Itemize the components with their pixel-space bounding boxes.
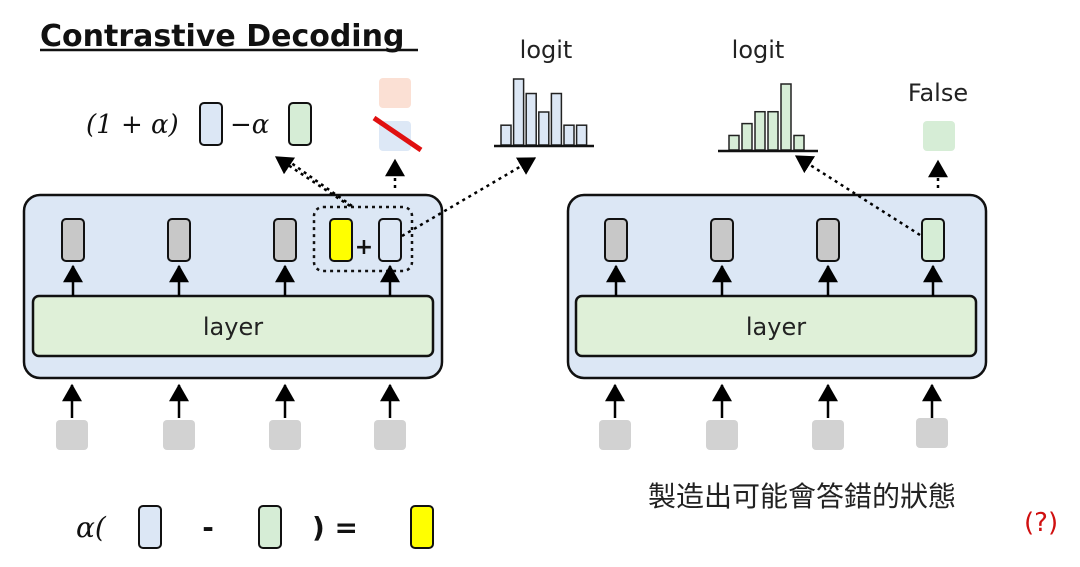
left-hidden-state-2 <box>167 218 191 262</box>
equation-minus: - <box>202 511 214 544</box>
left-logit-bar-1 <box>500 124 512 146</box>
left-logit-bar-2 <box>512 78 525 146</box>
crossed-out-output <box>372 78 423 153</box>
left-input-token-3 <box>269 420 301 450</box>
right-input-token-3 <box>812 420 844 450</box>
equation-yellow-vector <box>410 505 434 549</box>
faded-peach-token <box>379 78 411 108</box>
right-layer-box <box>574 294 978 358</box>
note-question: (?) <box>1024 508 1058 538</box>
right-logit-bar-1 <box>728 134 740 151</box>
left-hidden-state-1 <box>61 218 85 262</box>
equation-close-equals: ) = <box>312 511 358 544</box>
left-logit-chart: logit <box>494 36 594 148</box>
left-hidden-state-3 <box>273 218 297 262</box>
right-logit-bar-6 <box>793 134 805 151</box>
dotted-arrow-to-left-logit <box>401 156 537 238</box>
left-input-token-4 <box>374 420 406 450</box>
right-hidden-state-2 <box>710 218 734 262</box>
right-input-token-2 <box>706 420 738 450</box>
right-logit-label: logit <box>732 36 785 64</box>
formula-left-part: (1 + α) <box>86 110 179 140</box>
left-logit-bar-4 <box>538 111 550 146</box>
equation-alpha-open: α( <box>76 511 107 544</box>
bottom-equation: α( - ) = <box>76 505 434 549</box>
dotted-arrow-to-formula <box>274 155 351 208</box>
formula-right-part: −α <box>230 110 270 140</box>
right-input-token-4 <box>916 418 948 448</box>
formula-green-vector <box>288 102 312 146</box>
right-hidden-state-3 <box>816 218 840 262</box>
red-cross-line <box>372 115 423 153</box>
note-text: 製造出可能會答錯的狀態 <box>648 480 956 513</box>
right-input-token-1 <box>599 420 631 450</box>
left-logit-bar-7 <box>575 124 588 146</box>
formula-blue-vector <box>199 102 223 146</box>
left-logit-bar-5 <box>550 92 563 146</box>
right-hidden-state-1 <box>604 218 628 262</box>
right-layer-label: layer <box>746 313 806 341</box>
equation-green-vector <box>258 505 282 549</box>
left-logit-bar-6 <box>563 124 575 146</box>
left-input-token-1 <box>56 420 88 450</box>
right-logit-bar-5 <box>780 83 792 151</box>
right-model: layer <box>566 193 988 450</box>
left-logit-bars <box>500 78 588 146</box>
right-hidden-state-4 <box>921 218 945 262</box>
right-logit-bars <box>728 83 805 151</box>
left-layer-box <box>31 294 435 358</box>
right-logit-chart: logit <box>718 36 818 153</box>
equation-blue-vector <box>138 505 162 549</box>
left-model: layer + <box>22 193 444 450</box>
false-output-token <box>923 121 955 151</box>
left-layer-label: layer <box>203 313 263 341</box>
right-logit-bar-3 <box>754 110 766 151</box>
title: Contrastive Decoding <box>40 19 404 54</box>
left-input-token-2 <box>163 420 195 450</box>
left-yellow-vector <box>329 218 353 262</box>
contrast-formula: (1 + α) −α <box>86 102 312 146</box>
left-hidden-state-4 <box>378 218 402 262</box>
right-logit-bar-4 <box>767 110 779 151</box>
left-plus-sign: + <box>355 235 373 260</box>
false-output-label: False <box>908 79 968 107</box>
right-logit-bar-2 <box>741 122 753 151</box>
left-logit-bar-3 <box>525 92 537 146</box>
left-logit-label: logit <box>520 36 573 64</box>
